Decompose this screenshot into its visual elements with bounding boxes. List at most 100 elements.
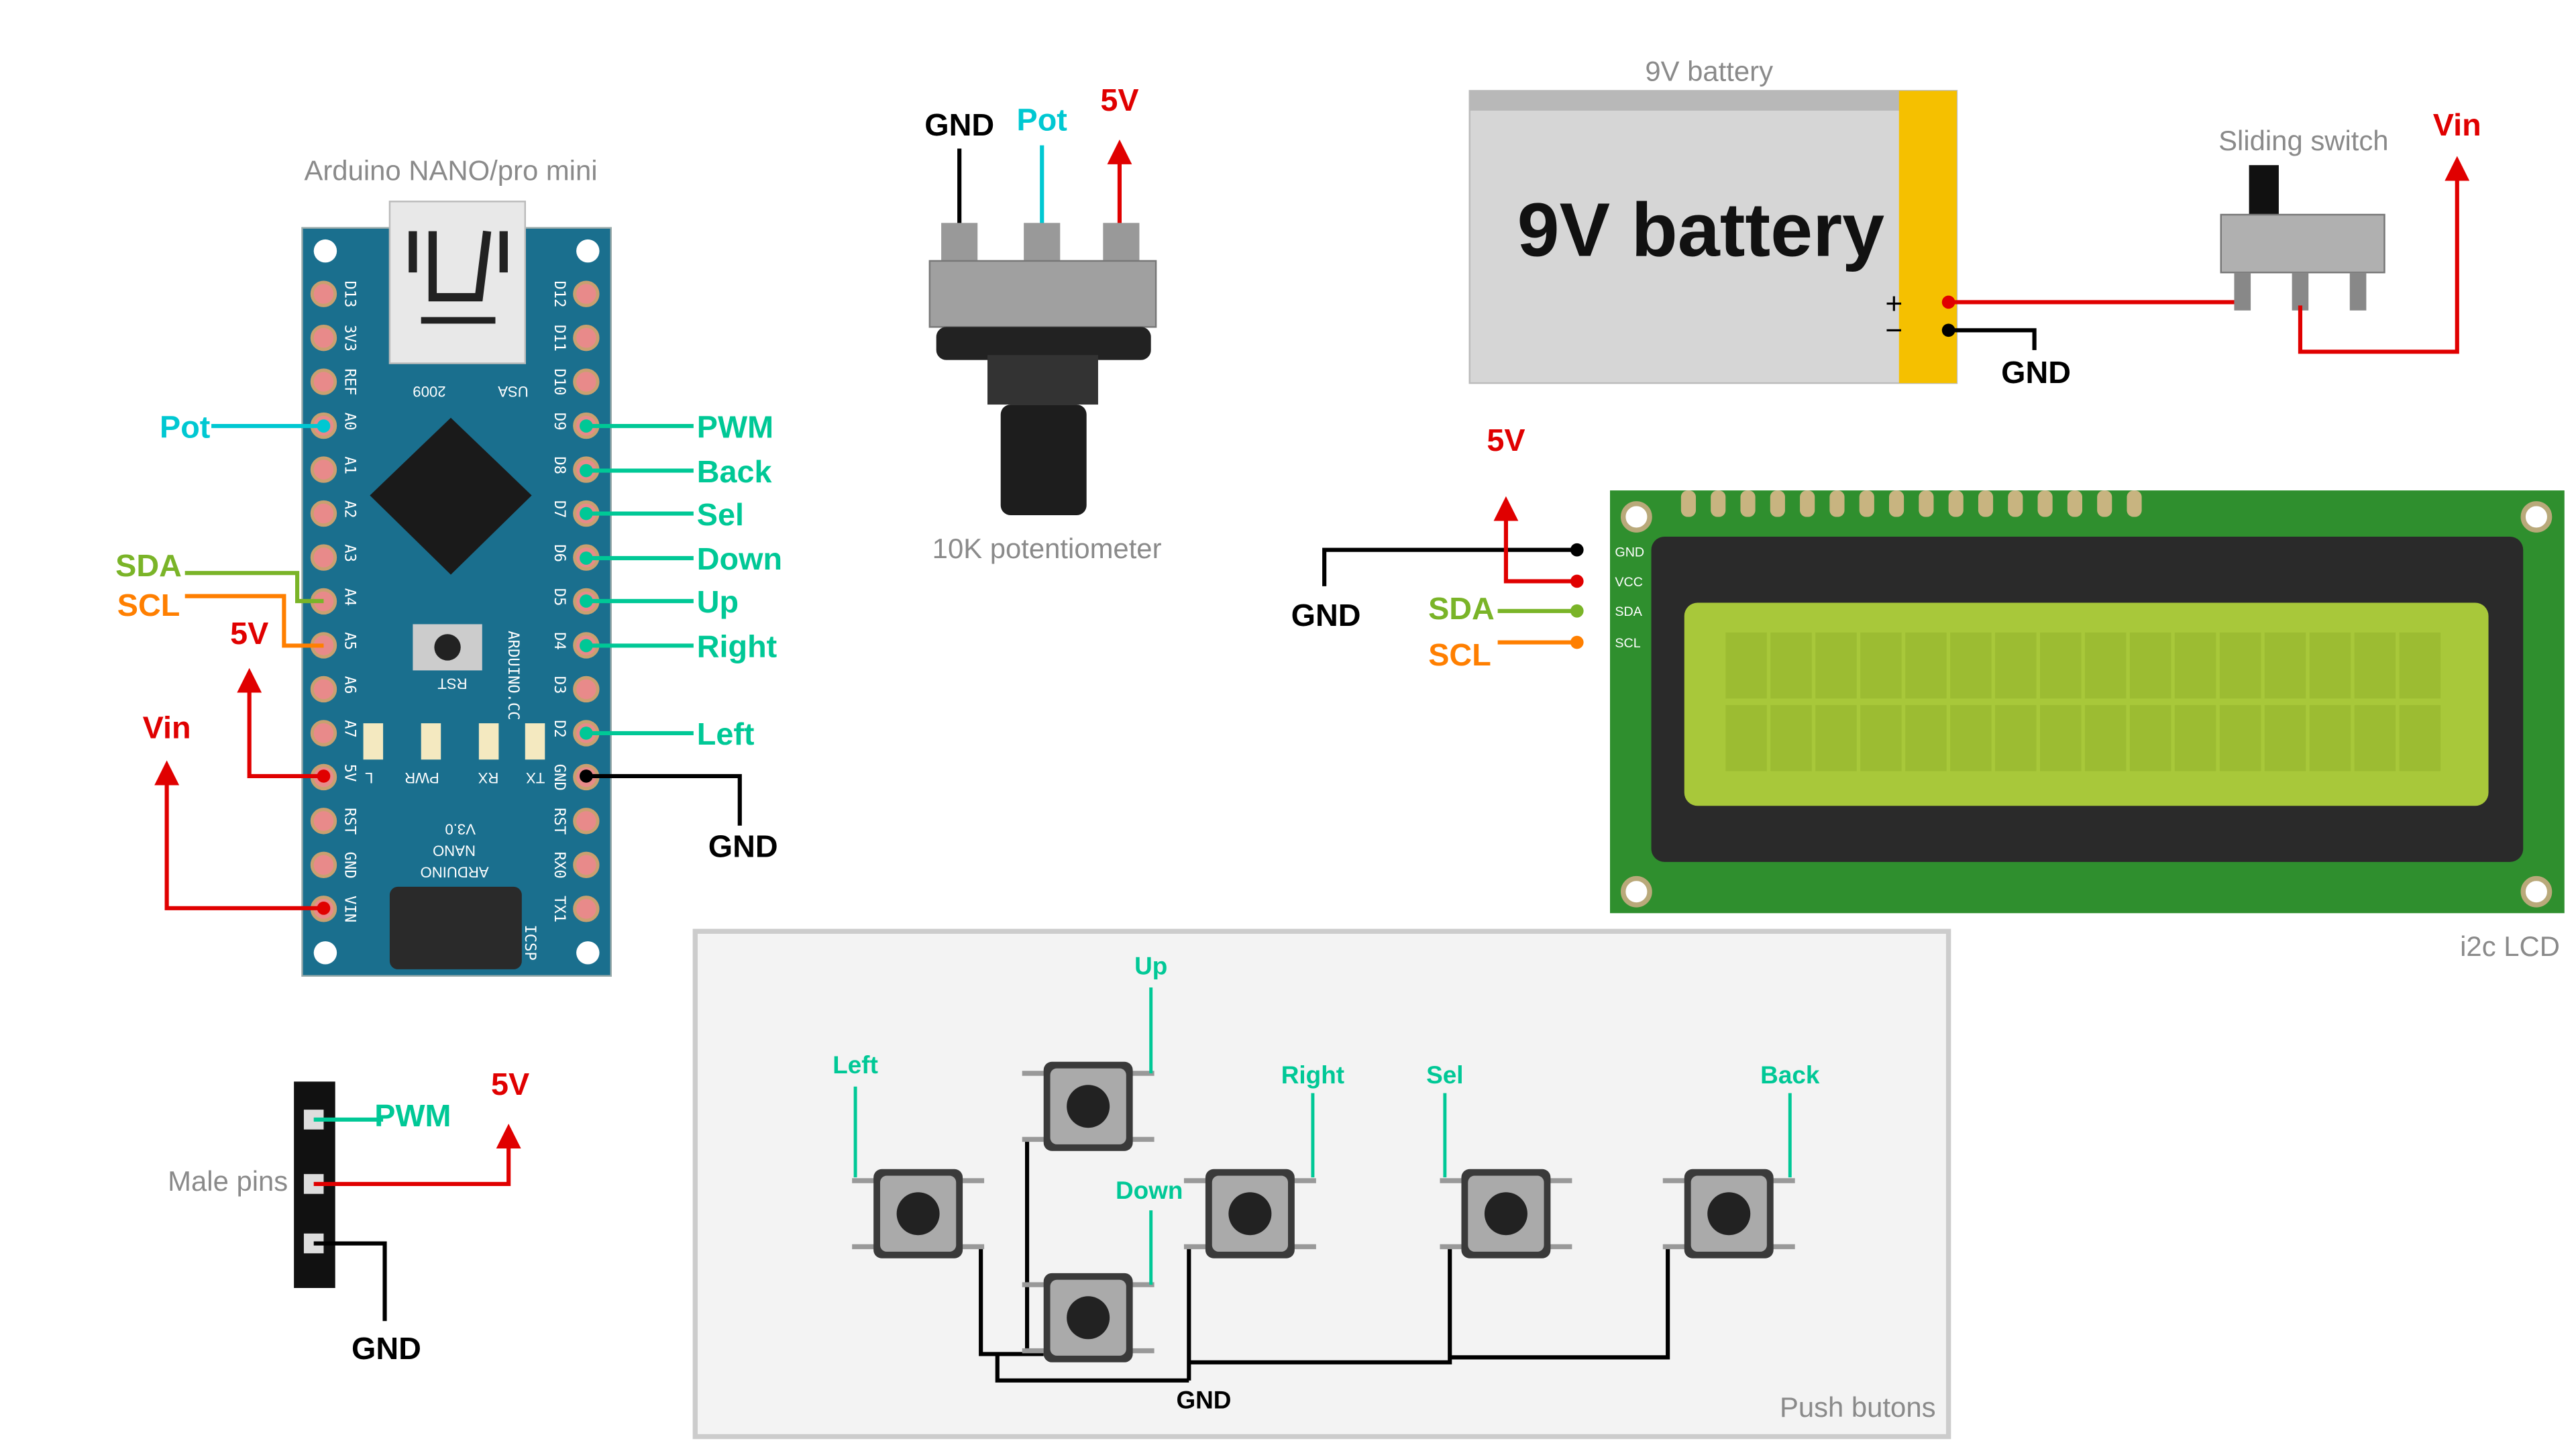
switch-label-vin: Vin	[2433, 107, 2481, 142]
marking-country: USA	[498, 383, 529, 400]
pin-label: A1	[341, 456, 358, 474]
push-button-down[interactable]	[1022, 1273, 1155, 1362]
lcd-cell	[1815, 632, 1857, 699]
pin-a3	[310, 544, 337, 571]
lcd-cell	[2039, 705, 2082, 771]
arduino-wiring	[154, 424, 742, 910]
pin-label: A5	[341, 632, 358, 650]
lcd-cell	[1770, 705, 1812, 771]
battery-plus: +	[1885, 288, 1902, 321]
lcd-cell	[1995, 632, 2037, 699]
label-5v: 5V	[230, 616, 268, 651]
pin-d10	[573, 368, 600, 395]
marking-led-rx: RX	[478, 769, 498, 786]
pin-label: D3	[551, 676, 568, 694]
pin-label: REF	[341, 368, 358, 395]
marking-name1: ARDUINO	[421, 863, 489, 880]
buttons-title: Push butons	[1780, 1391, 1936, 1423]
switch-title: Sliding switch	[2218, 125, 2388, 156]
lcd-label-scl: SCL	[1428, 637, 1491, 672]
label-right: Right	[697, 629, 777, 664]
pot-label-5v: 5V	[1100, 83, 1138, 117]
push-button-sel[interactable]	[1440, 1169, 1572, 1258]
pin-a6	[310, 676, 337, 703]
pin-label: RX0	[551, 852, 568, 879]
pin-rst	[310, 808, 337, 835]
pin-label: 5V	[341, 764, 358, 782]
label-vin: Vin	[143, 710, 191, 745]
lcd-cell	[2129, 632, 2171, 699]
pin-label: D11	[551, 325, 568, 352]
pin-ref	[310, 368, 337, 395]
pot-label-pot: Pot	[1017, 102, 1067, 137]
pin-label: D5	[551, 588, 568, 606]
pin-label: D9	[551, 413, 568, 431]
lcd-cell	[1725, 632, 1767, 699]
pin-label: D13	[341, 280, 358, 307]
lcd-header-pin	[1859, 490, 1874, 517]
male-pins: Male pins PWM 5V GND	[168, 1067, 529, 1366]
lcd-cell	[1815, 705, 1857, 771]
lcd-cell	[2219, 632, 2261, 699]
lcd-cell	[2084, 632, 2127, 699]
lcd-header-pin	[1978, 490, 1994, 517]
pin-gnd	[310, 851, 337, 879]
battery-label-gnd: GND	[2001, 355, 2071, 390]
lcd-cell	[1725, 705, 1767, 771]
pin-label: D6	[551, 544, 568, 562]
pin-label: A6	[341, 676, 358, 694]
mcu-chip	[370, 417, 532, 575]
pin-label: D2	[551, 720, 568, 738]
push-button-right[interactable]	[1183, 1169, 1316, 1258]
lcd-cell	[2399, 632, 2441, 699]
label-back: Back	[697, 454, 773, 489]
icsp-header	[389, 886, 522, 969]
push-button-back[interactable]	[1662, 1169, 1795, 1258]
label-scl: SCL	[117, 588, 180, 623]
pin-a1	[310, 456, 337, 483]
pin-a2	[310, 500, 337, 527]
sliding-switch[interactable]: Sliding switch Vin	[2218, 107, 2481, 354]
pin-d11	[573, 324, 600, 352]
pin-label: A4	[341, 588, 358, 606]
lcd-header-pin	[2127, 490, 2142, 517]
male-pins-label-pwm: PWM	[374, 1098, 451, 1133]
arduino-title: Arduino NANO/pro mini	[304, 154, 597, 186]
lcd-cell	[2354, 632, 2396, 699]
lcd-cell	[1995, 705, 2037, 771]
label-up: Up	[697, 584, 739, 619]
lcd-label-5v: 5V	[1487, 423, 1525, 458]
push-buttons-panel: Left Up Down Right Sel Back GND Push but…	[692, 928, 1951, 1440]
pin-rst	[573, 808, 600, 835]
male-pins-label-5v: 5V	[491, 1067, 529, 1102]
lcd-cell	[2309, 632, 2351, 699]
lcd-header-pin	[2097, 490, 2112, 517]
lcd-header-pin	[1740, 490, 1756, 517]
lcd-pin-sda: SDA	[1615, 604, 1642, 619]
pot-title: 10K potentiometer	[932, 533, 1162, 564]
lcd-pin-vcc: VCC	[1615, 575, 1643, 590]
lcd-cell	[2399, 705, 2441, 771]
lcd-header-pin	[1948, 490, 1964, 517]
lcd-header-pin	[2008, 490, 2023, 517]
button-label-back: Back	[1760, 1061, 1820, 1089]
marking-led-pwr: PWR	[405, 769, 439, 786]
lcd-cell	[1860, 632, 1902, 699]
pin-label: A0	[341, 413, 358, 431]
lcd-label-gnd: GND	[1291, 598, 1361, 633]
lcd-header-pin	[1711, 490, 1726, 517]
button-label-up: Up	[1134, 952, 1167, 979]
lcd-cell	[1905, 632, 1947, 699]
pin-a7	[310, 720, 337, 747]
male-pins-title: Male pins	[168, 1165, 288, 1197]
push-button-up[interactable]	[1022, 1061, 1155, 1151]
lcd-wiring	[1322, 496, 1584, 649]
lcd-cell	[2174, 632, 2216, 699]
pin-d12	[573, 280, 600, 307]
pin-d3	[573, 676, 600, 703]
push-button-left[interactable]	[852, 1169, 985, 1258]
usb-connector	[388, 201, 527, 364]
lcd-cell	[2129, 705, 2171, 771]
pin-label: D12	[551, 280, 568, 307]
